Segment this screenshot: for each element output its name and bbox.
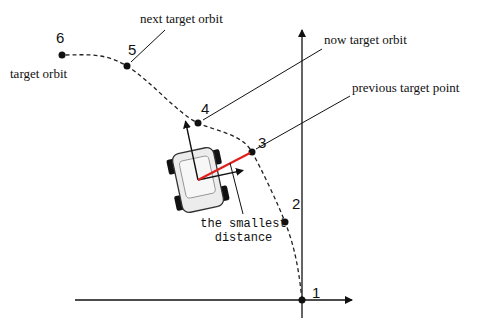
annotation-label: next target orbit [140, 12, 223, 27]
annotation-label: previous target point [352, 81, 459, 96]
callout-number: 6 [56, 29, 64, 46]
annotation-label: target orbit [10, 67, 67, 82]
target-orbit-arc [62, 55, 302, 300]
annotation-label: the smallest distance [196, 218, 291, 246]
leader-lines [131, 30, 350, 214]
callout-number: 2 [292, 195, 300, 212]
callout-number: 1 [312, 284, 320, 301]
smallest-distance-line [198, 153, 250, 180]
robot-car [159, 112, 249, 215]
callout-number: 5 [128, 41, 136, 58]
callout-number: 4 [201, 100, 209, 117]
y-axis [301, 30, 302, 318]
callout-number: 3 [258, 134, 266, 151]
x-axis [75, 299, 352, 300]
annotation-label: now target orbit [324, 33, 407, 48]
orbit-points [59, 52, 306, 304]
